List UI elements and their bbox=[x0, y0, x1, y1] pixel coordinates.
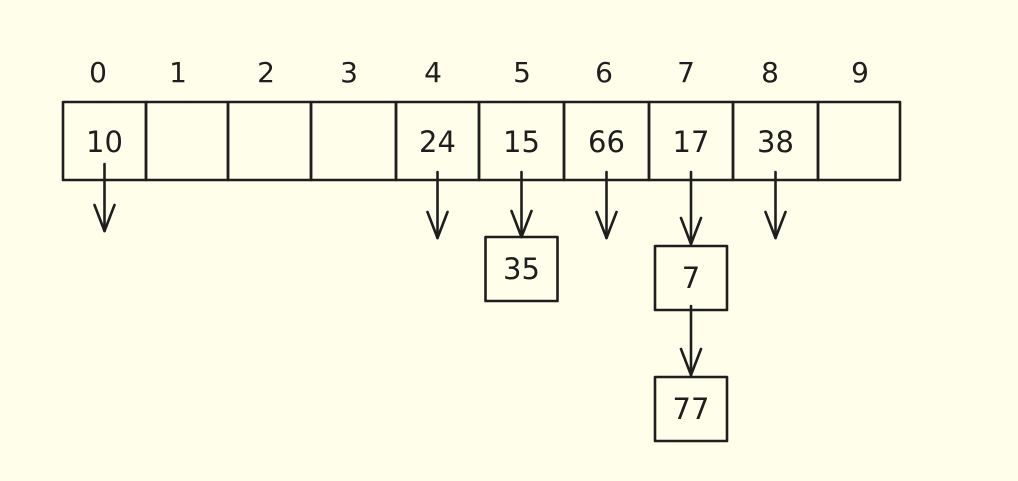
chain-node-7-1: 77 bbox=[653, 375, 729, 443]
slot-value-4: 24 bbox=[419, 125, 456, 159]
slot-value-7: 17 bbox=[673, 125, 710, 159]
array-slot-2 bbox=[226, 100, 313, 182]
index-label-9: 9 bbox=[851, 56, 869, 89]
pointer-arrow-5 bbox=[510, 170, 533, 239]
array-slot-7: 17 bbox=[647, 100, 735, 182]
pointer-arrow-8 bbox=[764, 170, 787, 240]
slot-value-8: 38 bbox=[757, 125, 794, 159]
array-slot-5: 15 bbox=[477, 100, 566, 182]
index-label-0: 0 bbox=[89, 56, 107, 89]
hash-table-array: 10 24 15 66 17 38 bbox=[61, 100, 902, 182]
index-label-7: 7 bbox=[677, 56, 695, 89]
pointer-arrow-4 bbox=[426, 170, 449, 240]
array-slot-6: 66 bbox=[562, 100, 651, 182]
pointer-arrow-7 bbox=[679, 170, 703, 246]
slot-value-5: 15 bbox=[503, 125, 540, 159]
index-label-4: 4 bbox=[424, 56, 442, 89]
pointer-arrow-0 bbox=[93, 162, 116, 233]
array-slot-4: 24 bbox=[394, 100, 481, 182]
chain-link-arrow-7-0 bbox=[679, 304, 703, 377]
array-slot-3 bbox=[309, 100, 398, 182]
index-labels: 0 1 2 3 4 5 6 7 8 9 bbox=[89, 56, 869, 89]
index-label-2: 2 bbox=[257, 56, 275, 89]
slot-value-6: 66 bbox=[588, 125, 625, 159]
slot-pointer-arrows bbox=[93, 162, 787, 246]
chain-node-5-0: 35 bbox=[484, 235, 559, 303]
array-slot-9 bbox=[816, 100, 902, 182]
index-label-8: 8 bbox=[761, 56, 779, 89]
chain-node-value: 77 bbox=[673, 392, 710, 426]
pointer-arrow-6 bbox=[595, 170, 618, 240]
chain-node-7-0: 7 bbox=[653, 244, 729, 312]
index-label-3: 3 bbox=[340, 56, 358, 89]
array-slot-1 bbox=[144, 100, 230, 182]
index-label-1: 1 bbox=[169, 56, 187, 89]
index-label-6: 6 bbox=[595, 56, 613, 89]
slot-value-0: 10 bbox=[86, 125, 123, 159]
chain-node-value: 7 bbox=[682, 261, 700, 295]
array-slot-8: 38 bbox=[731, 100, 820, 182]
index-label-5: 5 bbox=[513, 56, 531, 89]
chain-node-value: 35 bbox=[503, 252, 540, 286]
